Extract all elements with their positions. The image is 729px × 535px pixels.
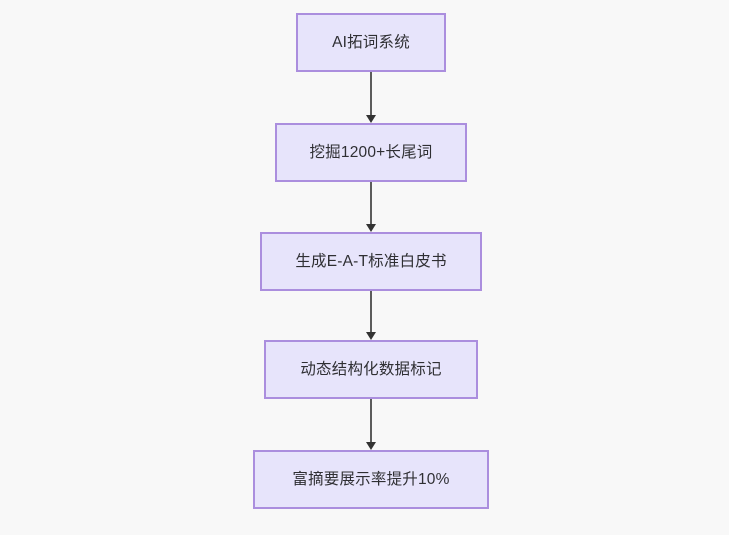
flow-node-dynamic-structured-data[interactable]: 动态结构化数据标记: [264, 340, 478, 399]
edge-line: [370, 399, 372, 442]
flow-node-rich-snippet-rate[interactable]: 富摘要展示率提升10%: [253, 450, 489, 509]
arrowhead-icon: [366, 442, 376, 450]
arrowhead-icon: [366, 332, 376, 340]
flow-node-generate-eat-whitepaper[interactable]: 生成E-A-T标准白皮书: [260, 232, 482, 291]
flow-node-label: 动态结构化数据标记: [300, 360, 442, 378]
flow-node-ai-keyword-system[interactable]: AI拓词系统: [296, 13, 446, 72]
arrowhead-icon: [366, 115, 376, 123]
edge-line: [370, 291, 372, 332]
flow-node-label: AI拓词系统: [332, 33, 410, 51]
flow-node-label: 挖掘1200+长尾词: [309, 143, 433, 161]
edge-line: [370, 72, 372, 115]
arrowhead-icon: [366, 224, 376, 232]
flow-node-label: 生成E-A-T标准白皮书: [295, 252, 447, 270]
flow-node-label: 富摘要展示率提升10%: [292, 470, 450, 488]
edge-line: [370, 182, 372, 224]
flow-node-mine-longtail-keywords[interactable]: 挖掘1200+长尾词: [275, 123, 467, 182]
